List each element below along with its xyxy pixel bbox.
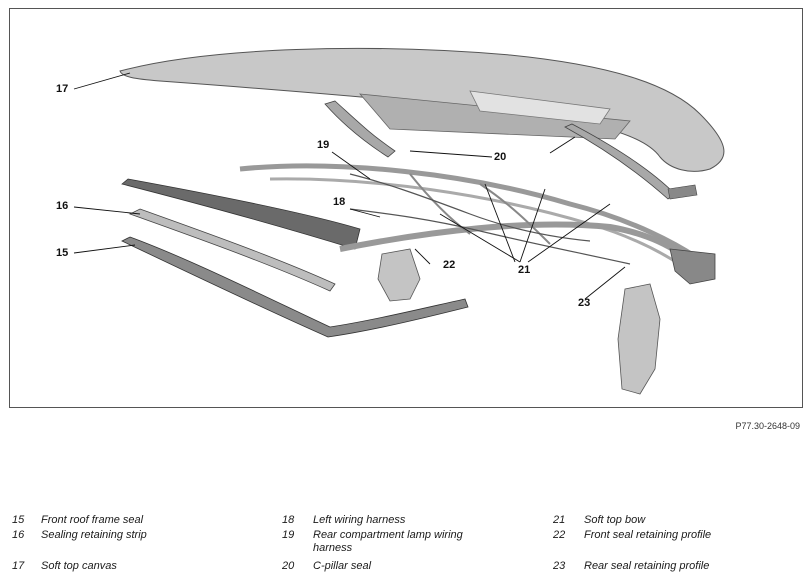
soft-top-bow-1	[239, 163, 712, 269]
left-wiring-harness	[349, 208, 631, 265]
legend-label: Front seal retaining profile	[584, 529, 712, 541]
legend-label: Left wiring harness	[313, 514, 406, 526]
callout-23: 23	[578, 297, 591, 309]
legend-number: 18	[282, 514, 295, 526]
legend-number: 21	[553, 514, 566, 526]
callout-21: 21	[518, 264, 531, 276]
soft-top-canvas	[119, 47, 725, 172]
legend-label: C-pillar seal	[313, 560, 372, 572]
exploded-view-figure: 17 16 15 19 18 20 22 21 23	[9, 8, 803, 408]
callout-22: 22	[443, 259, 456, 271]
legend-number: 19	[282, 529, 295, 541]
legend-label: Sealing retaining strip	[41, 529, 147, 541]
callout-17: 17	[56, 83, 69, 95]
callout-15: 15	[56, 247, 69, 259]
legend-label: Soft top bow	[584, 514, 646, 526]
figure-code: P77.30-2648-09	[735, 421, 800, 431]
front-roof-frame-seal	[121, 236, 469, 338]
front-roof-frame	[121, 178, 361, 250]
legend-number: 17	[12, 560, 25, 572]
canvas-window	[469, 90, 611, 125]
legend-label: Rear seal retaining profile	[584, 560, 710, 572]
soft-top-bow-2	[269, 177, 701, 281]
rear-seal-retaining-profile	[617, 283, 661, 395]
legend-number: 20	[282, 560, 295, 572]
c-pillar-seal-left	[324, 100, 396, 158]
legend-label: Soft top canvas	[41, 560, 117, 572]
soft-top-drawing	[73, 47, 725, 395]
front-seal-retaining-profile	[377, 248, 421, 302]
legend-label: Front roof frame seal	[41, 514, 144, 526]
legend-number: 15	[12, 514, 25, 526]
legend-number: 22	[553, 529, 566, 541]
callout-19: 19	[317, 139, 330, 151]
legend-number: 23	[553, 560, 566, 572]
sealing-retaining-strip	[128, 208, 336, 292]
rear-compartment-lamp-harness	[349, 173, 591, 242]
legend-label: Rear compartment lamp wiring harness	[313, 529, 463, 554]
callout-16: 16	[56, 200, 69, 212]
callout-18: 18	[333, 196, 346, 208]
callout-20: 20	[494, 151, 507, 163]
leader-lines	[73, 72, 626, 300]
legend-number: 16	[12, 529, 25, 541]
